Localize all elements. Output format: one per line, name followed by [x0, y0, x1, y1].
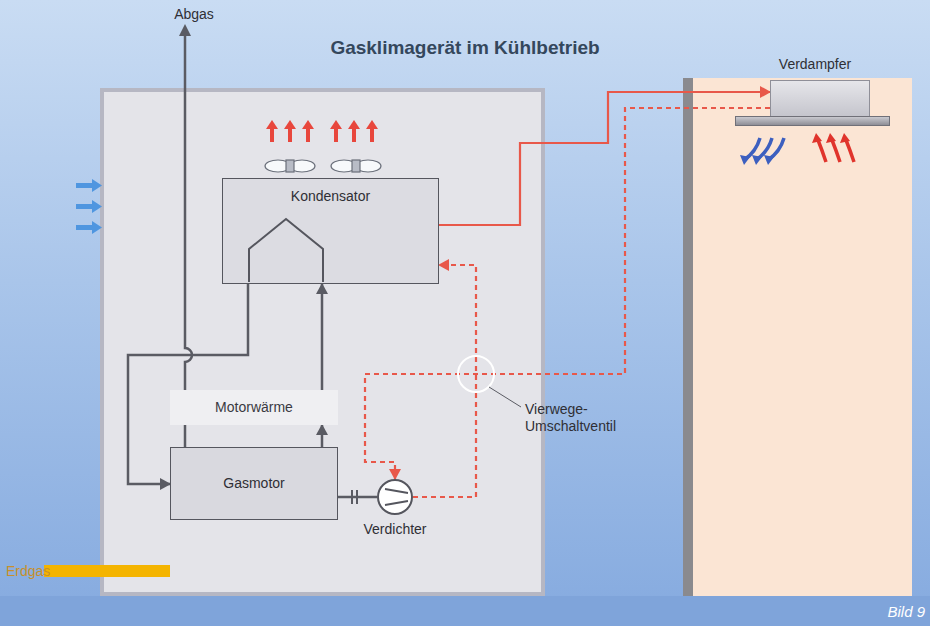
evaporator-box — [770, 80, 870, 118]
wall — [683, 78, 693, 596]
figure-number: Bild 9 — [845, 603, 925, 620]
compressor: Verdichter — [345, 479, 445, 539]
bottom-band — [0, 596, 930, 626]
refrigerant-line — [439, 92, 770, 225]
node-text: Gasmotor — [223, 475, 284, 492]
engine-heat-band: Motorwärme — [170, 390, 338, 425]
room — [693, 78, 912, 596]
gas-engine-box: Gasmotor — [170, 447, 338, 520]
evaporator-air-heads — [740, 133, 850, 165]
node-text: Motorwärme — [215, 399, 293, 416]
node-text: Kondensator — [223, 179, 438, 205]
coolant-line — [338, 496, 377, 499]
exhaust-label: Abgas — [164, 6, 224, 23]
leader-line — [489, 387, 521, 407]
compressor-icon — [379, 481, 411, 513]
compressor-symbol — [377, 479, 413, 515]
intake-air-arrows — [76, 179, 102, 234]
node-text: Verdichter — [345, 521, 445, 538]
coolant-line — [321, 284, 324, 390]
coolant-line — [321, 425, 324, 447]
four-way-valve — [458, 356, 494, 392]
exhaust-arrowhead — [179, 24, 191, 36]
node-text: Verdampfer — [735, 56, 895, 73]
outdoor-unit-housing — [102, 90, 543, 594]
exhaust-air-arrows — [266, 120, 378, 142]
exhaust-pipe — [185, 34, 192, 447]
fans — [265, 160, 381, 172]
evaporator-unit: Verdampfer — [735, 56, 895, 130]
gas-label: Erdgas — [6, 563, 66, 580]
suction-line — [413, 265, 476, 497]
condenser-box: Kondensator — [222, 178, 439, 284]
suction-line — [365, 108, 770, 479]
gas-supply-pipe — [44, 565, 170, 577]
title: Gasklimagerät im Kühlbetrieb — [0, 37, 930, 59]
evaporator-plate — [735, 116, 890, 126]
valve-label: Vierwege- Umschaltventil — [525, 401, 635, 435]
